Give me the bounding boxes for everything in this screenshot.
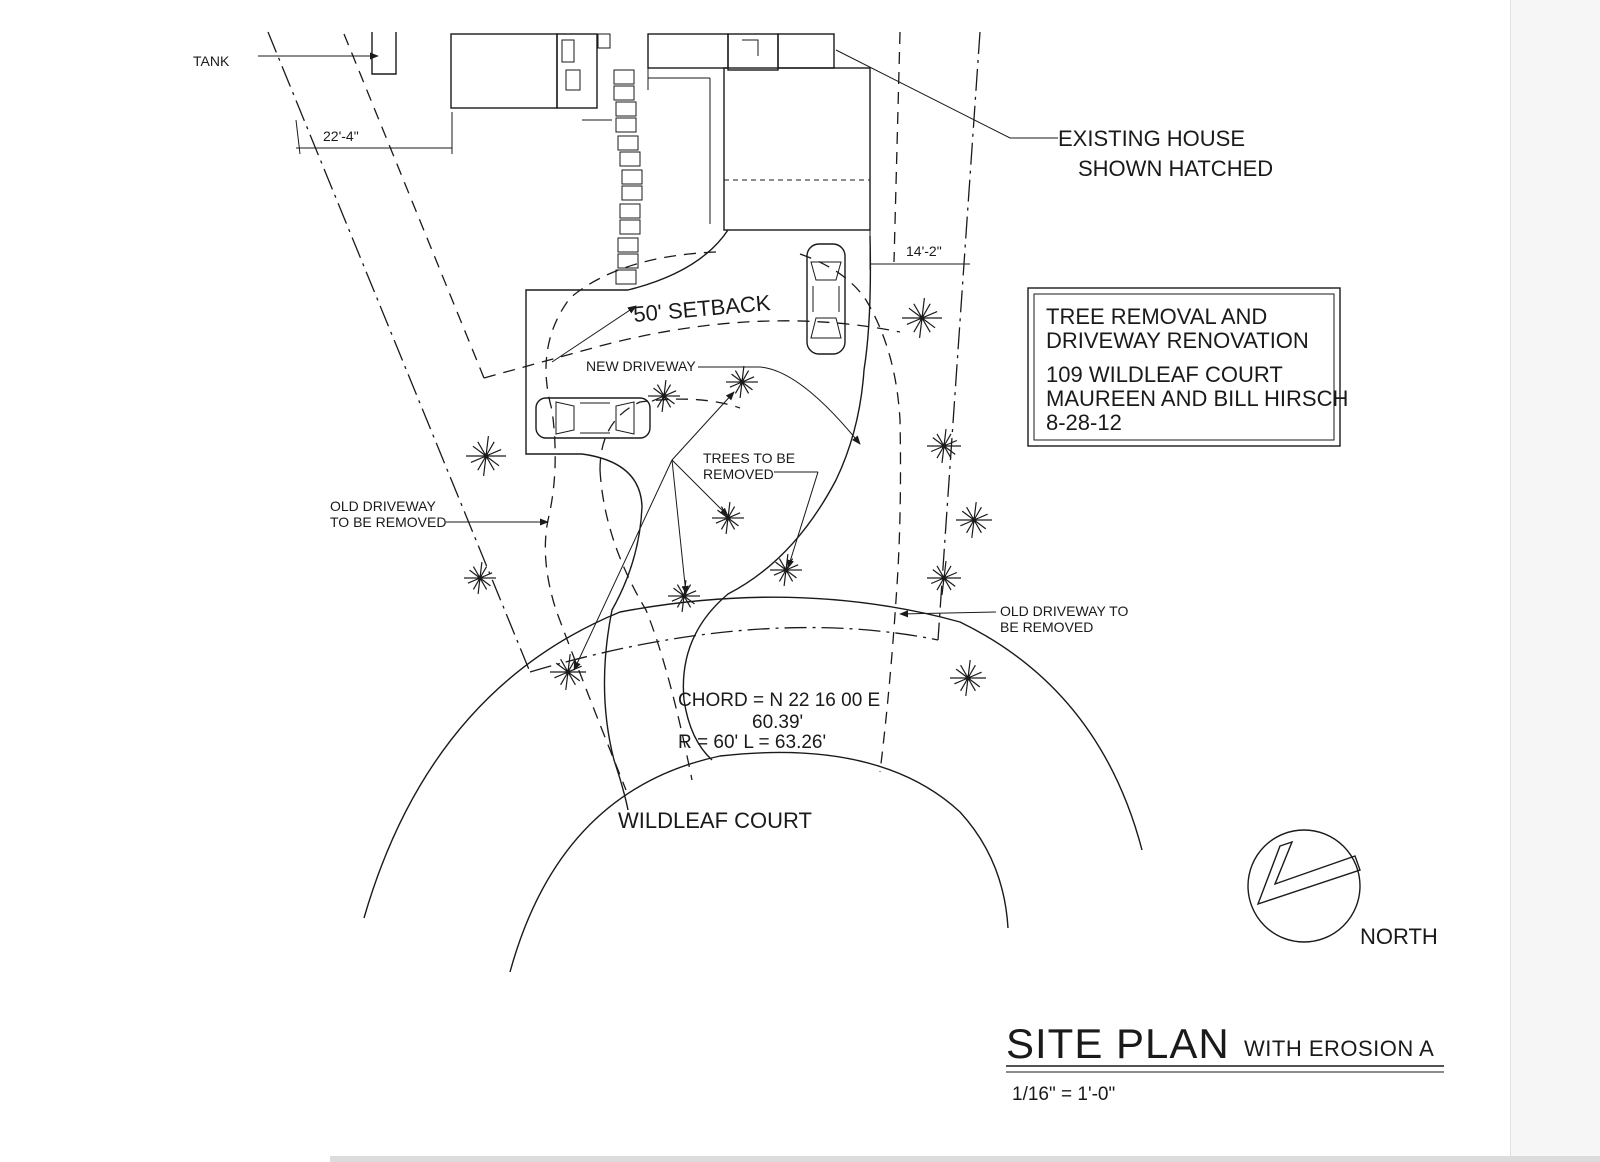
tree-icon: [466, 436, 506, 476]
old-driveway-left-callout: OLD DRIVEWAY TO BE REMOVED: [330, 498, 549, 530]
sheet-title: SITE PLAN: [1006, 1020, 1230, 1067]
garage: [723, 67, 871, 231]
property-line-west: [267, 31, 531, 673]
radius-length-label: R = 60' L = 63.26': [678, 732, 826, 753]
existing-house-label-1: EXISTING HOUSE: [1058, 126, 1245, 151]
tree-icon: [956, 502, 992, 538]
trees-to-be-removed-callout: TREES TO BE REMOVED: [573, 391, 819, 671]
old-driveway-left-label-2: TO BE REMOVED: [330, 514, 446, 530]
tree-icon: [550, 654, 586, 690]
chord-length-label: 60.39': [752, 712, 803, 733]
new-driveway: [525, 229, 872, 811]
tree-icon: [950, 660, 986, 696]
existing-house-callout: EXISTING HOUSE SHOWN HATCHED: [835, 49, 1273, 181]
tree-icon: [726, 366, 758, 398]
tree-icon: [902, 298, 942, 338]
new-driveway-callout: NEW DRIVEWAY: [586, 358, 861, 445]
setback-callout: 50' SETBACK: [551, 290, 772, 363]
house-step: [597, 33, 611, 49]
house-wing-right: [777, 33, 835, 69]
property-lines: [267, 31, 981, 673]
house-stair: [727, 33, 779, 71]
walkway-pavers: [613, 69, 643, 285]
north-arrow: NORTH: [1247, 829, 1438, 949]
septic-tank: TANK: [193, 32, 397, 75]
tree-icon: [770, 554, 802, 586]
page-bottom-edge: [330, 1156, 1600, 1162]
old-driveway-right-label-2: BE REMOVED: [1000, 619, 1093, 635]
page-edge-strip: [1510, 0, 1600, 1162]
street-name: WILDLEAF COURT: [618, 808, 812, 833]
sheet-subtitle: WITH EROSION A: [1244, 1036, 1434, 1061]
property-line-east: [937, 31, 981, 641]
cul-de-sac: [363, 596, 1143, 973]
title-block-line-4: MAUREEN AND BILL HIRSCH: [1046, 386, 1348, 411]
old-driveway: [544, 251, 902, 791]
new-driveway-label: NEW DRIVEWAY: [586, 358, 696, 374]
tree-icon: [927, 429, 961, 463]
stair-marker: [742, 39, 759, 56]
trees-removed-label-2: REMOVED: [703, 466, 774, 482]
chord-label: CHORD = N 22 16 00 E: [678, 690, 880, 711]
cul-de-sac-inner-curve: [509, 751, 1009, 973]
title-block: TREE REMOVAL AND DRIVEWAY RENOVATION 109…: [1027, 287, 1348, 447]
dimension-left-label: 22'-4": [323, 128, 359, 144]
tree-icon: [464, 562, 496, 594]
dimension-right-label: 14'-2": [906, 243, 942, 259]
dimension-right: 14'-2": [869, 230, 970, 270]
curve-data: CHORD = N 22 16 00 E 60.39' R = 60' L = …: [678, 690, 880, 753]
setback-line: [343, 31, 901, 379]
house-wing-middle: [647, 33, 729, 69]
car-left: [535, 397, 651, 439]
tree-icon: [648, 380, 680, 412]
old-driveway-right-label-1: OLD DRIVEWAY TO: [1000, 603, 1128, 619]
house-fixture: [561, 39, 575, 63]
setback-label: 50' SETBACK: [632, 290, 771, 327]
trees: [464, 298, 992, 696]
sheet-title-block: SITE PLAN WITH EROSION A 1/16" = 1'-0": [1006, 1020, 1444, 1105]
sheet-scale: 1/16" = 1'-0": [1012, 1084, 1115, 1105]
tank-label: TANK: [193, 53, 230, 69]
north-label: NORTH: [1360, 924, 1438, 949]
title-block-line-2: DRIVEWAY RENOVATION: [1046, 328, 1309, 353]
dimension-left: 22'-4": [295, 112, 453, 155]
old-driveway-right-callout: OLD DRIVEWAY TO BE REMOVED: [899, 603, 1128, 635]
title-block-line-5: 8-28-12: [1046, 410, 1122, 435]
existing-house: [450, 33, 871, 231]
house-fixture: [565, 69, 581, 91]
tree-icon: [712, 502, 744, 534]
house-wing-left: [450, 33, 558, 109]
title-block-line-1: TREE REMOVAL AND: [1046, 304, 1267, 329]
property-line-front: [529, 626, 939, 673]
title-block-line-3: 109 WILDLEAF COURT: [1046, 362, 1283, 387]
old-driveway-left-label-1: OLD DRIVEWAY: [330, 498, 436, 514]
tree-icon: [927, 561, 961, 595]
house-utility-room: [556, 33, 598, 109]
tree-icon: [668, 580, 700, 612]
cul-de-sac-outer-curve: [363, 596, 1143, 919]
north-arrow-icon: [1256, 840, 1361, 906]
trees-removed-label-1: TREES TO BE: [703, 450, 795, 466]
car-top: [806, 243, 846, 355]
existing-house-label-2: SHOWN HATCHED: [1078, 156, 1273, 181]
